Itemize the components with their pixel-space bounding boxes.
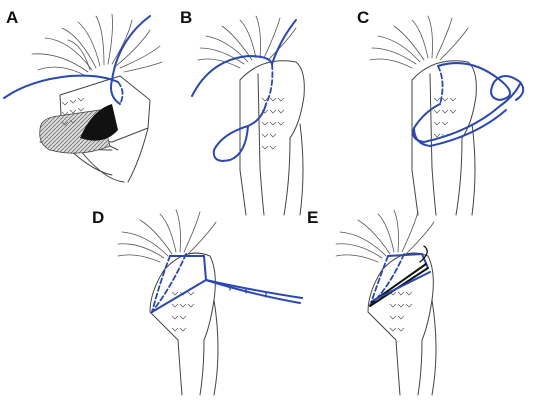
hair-tuft <box>117 209 217 263</box>
hair-tuft <box>31 13 163 77</box>
hair-tuft <box>335 209 435 263</box>
panel-a-label: A <box>6 8 18 27</box>
panel-b-label: B <box>180 8 192 27</box>
suture-b <box>191 19 297 162</box>
tissue-outline <box>239 60 305 216</box>
panel-d-label: D <box>92 208 104 227</box>
suture-a <box>3 15 151 105</box>
panel-e: E <box>307 208 437 396</box>
tissue-outline <box>411 60 477 216</box>
panel-e-label: E <box>307 208 318 227</box>
scale-pattern <box>61 97 85 126</box>
suture-c <box>412 62 525 147</box>
hair-tuft <box>197 15 297 69</box>
scale-pattern <box>389 291 413 332</box>
tendon-dark <box>80 104 118 141</box>
tissue-outline <box>149 252 219 396</box>
scale-pattern <box>433 97 457 138</box>
panel-b: B <box>180 8 305 216</box>
panel-c-label: C <box>357 8 369 27</box>
panel-c: C <box>357 8 525 216</box>
panel-a: A <box>3 8 163 183</box>
suture-d <box>151 253 303 313</box>
scale-pattern <box>261 97 285 150</box>
hair-tuft <box>369 15 469 69</box>
panel-d: D <box>92 208 303 396</box>
suture-e <box>369 245 431 307</box>
